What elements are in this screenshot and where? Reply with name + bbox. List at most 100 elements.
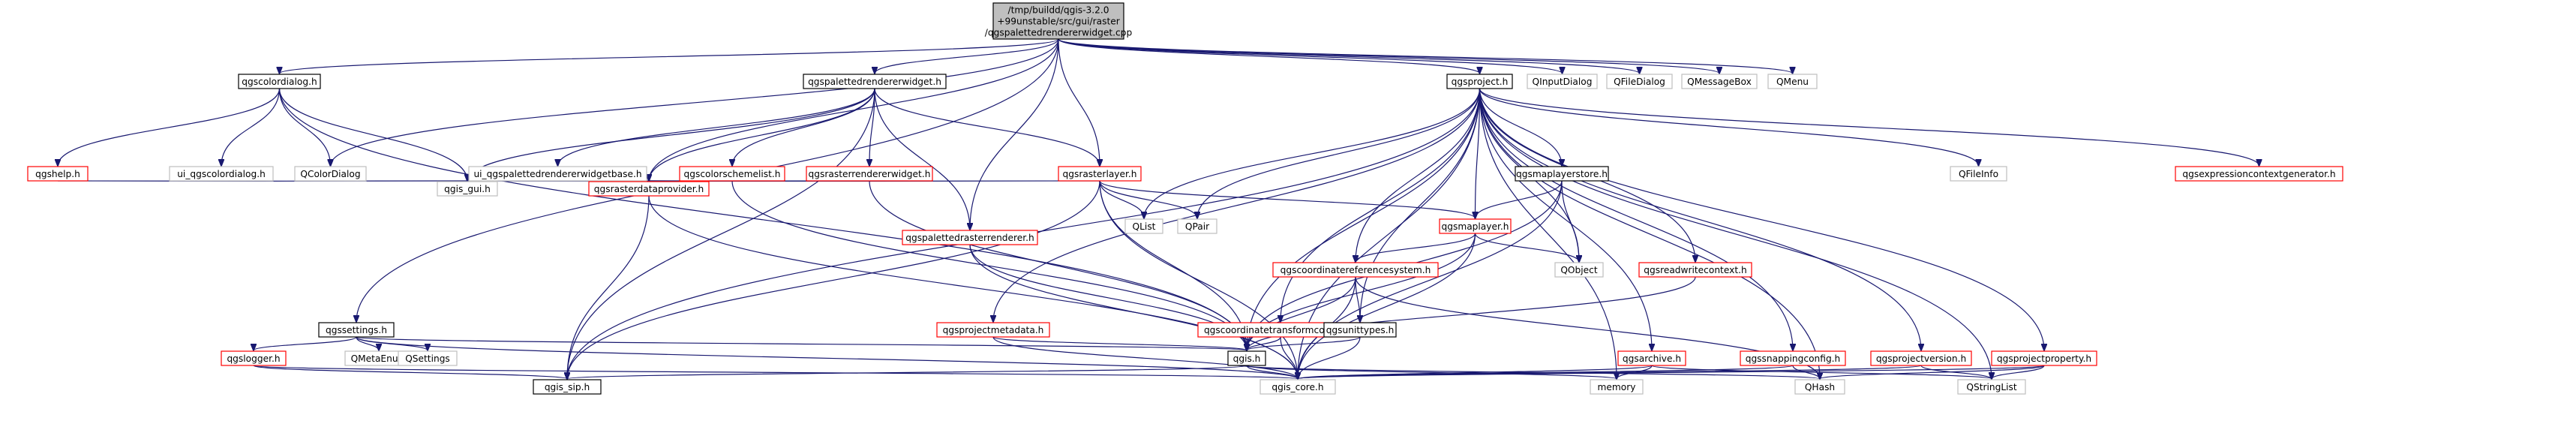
node-label-qgspalettedrasterrenderer: qgspalettedrasterrenderer.h [905,233,1034,243]
node-label-qgsmaplayerstore: qgsmaplayerstore.h [1516,169,1608,179]
node-qgsexpressioncontextgenerator[interactable]: qgsexpressioncontextgenerator.h [2175,166,2343,182]
edge-qgsproject-to-qgscoordinatetransformcontext [1280,88,1481,322]
node-qgssettings[interactable]: qgssettings.h [318,322,395,338]
node-qgscoordinatetransformcontext[interactable]: qgscoordinatetransformcontext.h [1197,322,1364,338]
edge-qgscolordialog-to-qgshelp [58,88,281,166]
node-box-memory [1590,379,1644,395]
edge-qgsproject-to-qgis [1247,88,1481,350]
edge-root-to-QMenu [1058,38,1793,74]
edge-qgsunittypes-to-qgis [1247,336,1361,350]
node-ui_qgspalettedrendererwidgetbase[interactable]: ui_qgspalettedrendererwidgetbase.h [468,166,647,182]
node-label-qgis: qgis.h [1233,353,1261,364]
node-box-QStringList [1957,379,2026,395]
node-qgsrasterdataprovider[interactable]: qgsrasterdataprovider.h [588,181,710,197]
node-qgshelp[interactable]: qgshelp.h [27,166,89,182]
node-label-qgscoordinatetransformcontext: qgscoordinatetransformcontext.h [1204,325,1357,335]
node-QMessageBox[interactable]: QMessageBox [1681,74,1758,89]
node-QObject[interactable]: QObject [1554,262,1604,278]
node-qgsmaplayer[interactable]: qgsmaplayer.h [1439,218,1512,234]
node-box-QInputDialog [1527,74,1598,89]
node-QSettings[interactable]: QSettings [398,350,458,366]
node-qgis[interactable]: qgis.h [1227,350,1266,366]
node-qgssnappingconfig[interactable]: qgssnappingconfig.h [1740,350,1846,366]
edge-qgssettings-to-qgslogger [254,336,357,350]
edge-qgsmaplayer-to-QObject [1474,233,1580,262]
node-qgsmaplayerstore[interactable]: qgsmaplayerstore.h [1515,166,1609,182]
node-qgsproject[interactable]: qgsproject.h [1446,74,1513,89]
node-label-QObject: QObject [1560,265,1598,275]
edge-qgsproject-to-QStringList [1479,88,1992,379]
edge-root-to-qgsrasterlayer [1058,38,1100,166]
node-QStringList[interactable]: QStringList [1957,379,2026,395]
node-box-qgsmaplayerstore [1515,166,1609,182]
node-label-root-line-1: /tmp/buildd/qgis-3.2.0 [1007,5,1109,16]
node-box-qgspalettedrasterrenderer [902,230,1038,245]
node-qgis_gui[interactable]: qgis_gui.h [437,181,498,197]
node-root[interactable]: /tmp/buildd/qgis-3.2.0+99unstable/src/gu… [985,2,1133,40]
node-label-qgslogger: qgslogger.h [227,353,280,364]
edge-root-to-QColorDialog [331,38,1059,166]
node-QPair[interactable]: QPair [1177,218,1217,234]
node-qgsprojectmetadata[interactable]: qgsprojectmetadata.h [936,322,1050,338]
node-label-qgsprojectmetadata: qgsprojectmetadata.h [943,325,1044,335]
node-memory[interactable]: memory [1590,379,1644,395]
node-QMenu[interactable]: QMenu [1767,74,1818,89]
edge-qgsprojectproperty-to-QHash [1820,365,2045,379]
edge-root-to-QFileDialog [1058,38,1640,74]
edge-qgsmaplayerstore-to-QObject [1561,180,1579,262]
edge-root-to-qgspalettedrendererwidget [875,38,1059,74]
node-box-qgsreadwritecontext [1638,262,1752,278]
edge-qgscoordinatereferencesystem-to-qgis [1247,276,1356,350]
edge-qgssettings-to-qgis [356,336,1247,350]
edge-root-to-qgspalettedrasterrenderer [970,38,1059,230]
edge-qgsproject-to-qgscoordinatereferencesystem [1356,88,1481,262]
node-QInputDialog[interactable]: QInputDialog [1527,74,1598,89]
node-QFileInfo[interactable]: QFileInfo [1950,166,2007,182]
edge-qgsproject-to-qgsmaplayer [1476,88,1481,218]
node-qgsprojectproperty[interactable]: qgsprojectproperty.h [1991,350,2097,366]
node-box-QSettings [398,350,458,366]
edge-qgsproject-to-qgsprojectmetadata [993,88,1481,322]
edge-root-to-qgscolordialog [280,38,1059,74]
node-label-root-line-3: /qgspalettedrendererwidget.cpp [985,28,1133,38]
node-QColorDialog[interactable]: QColorDialog [294,166,367,182]
node-QFileDialog[interactable]: QFileDialog [1606,74,1673,89]
node-box-root [992,2,1124,40]
node-ui_qgscolordialog[interactable]: ui_qgscolordialog.h [169,166,274,182]
edge-qgspalettedrendererwidget-to-qgis_sip [567,88,875,379]
node-box-QMenu [1767,74,1818,89]
node-qgsunittypes[interactable]: qgsunittypes.h [1323,322,1397,338]
node-qgscolorschemelist[interactable]: qgscolorschemelist.h [679,166,785,182]
node-label-qgspalettedrendererwidget: qgspalettedrendererwidget.h [808,77,941,87]
node-qgis_sip[interactable]: qgis_sip.h [533,379,602,395]
edge-qgscolordialog-to-ui_qgscolordialog [221,88,281,166]
node-label-QMetaEnum: QMetaEnum [351,353,407,364]
edge-qgslogger-to-qgis_core [253,365,1298,379]
edge-qgsprojectproperty-to-qgis_core [1298,365,2045,379]
node-qgspalettedrendererwidget[interactable]: qgspalettedrendererwidget.h [803,74,947,89]
edge-qgsproject-to-qgsarchive [1479,88,1653,350]
node-qgsrasterrendererwidget[interactable]: qgsrasterrendererwidget.h [806,166,933,182]
node-qgsreadwritecontext[interactable]: qgsreadwritecontext.h [1638,262,1752,278]
node-qgsarchive[interactable]: qgsarchive.h [1617,350,1686,366]
edge-qgsrasterlayer-to-QPair [1099,180,1197,218]
node-qgsprojectversion[interactable]: qgsprojectversion.h [1870,350,1972,366]
edge-root-to-qgsrasterdataprovider [649,38,1059,181]
node-box-ui_qgscolordialog [169,166,274,182]
node-qgspalettedrasterrenderer[interactable]: qgspalettedrasterrenderer.h [902,230,1038,245]
node-QList[interactable]: QList [1124,218,1163,234]
node-label-qgsrasterrendererwidget: qgsrasterrendererwidget.h [809,169,931,179]
edge-qgsmaplayer-to-qgscoordinatereferencesystem [1356,233,1476,262]
edge-qgsproject-to-qgsexpressioncontextgenerator [1479,88,2259,166]
node-qgsrasterlayer[interactable]: qgsrasterlayer.h [1058,166,1142,182]
node-qgscoordinatereferencesystem[interactable]: qgscoordinatereferencesystem.h [1272,262,1439,278]
edge-qgis-to-qgis_sip [567,365,1247,379]
node-qgslogger[interactable]: qgslogger.h [221,350,287,366]
node-label-qgscolordialog: qgscolordialog.h [242,77,317,87]
node-box-qgis [1227,350,1266,366]
node-qgis_core[interactable]: qgis_core.h [1259,379,1336,395]
node-box-qgsmaplayer [1439,218,1512,234]
node-QHash[interactable]: QHash [1794,379,1845,395]
node-qgscolordialog[interactable]: qgscolordialog.h [238,74,321,89]
node-box-qgshelp [27,166,89,182]
